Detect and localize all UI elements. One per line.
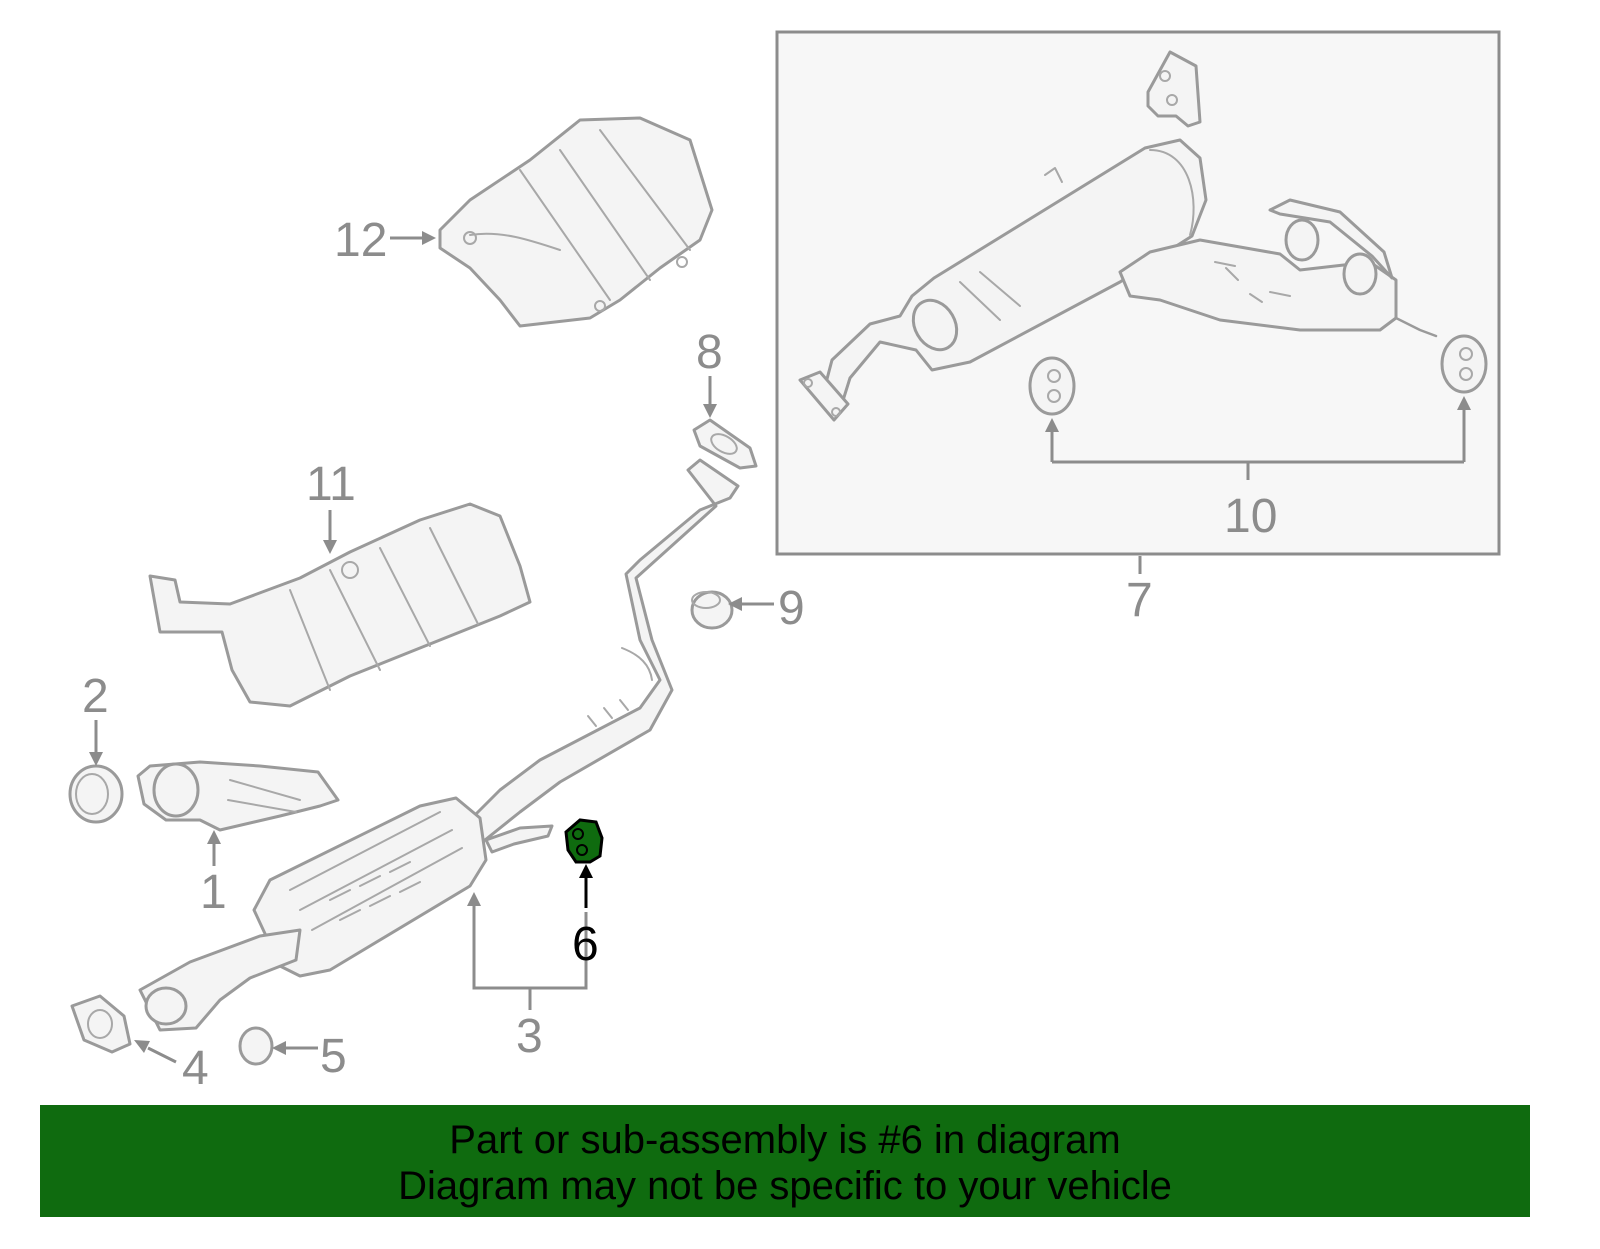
callout-3: 3 xyxy=(516,1010,543,1063)
gasket-ring-2 xyxy=(68,764,124,824)
callout-7: 7 xyxy=(1126,574,1153,627)
banner-line-2: Diagram may not be specific to your vehi… xyxy=(398,1164,1172,1208)
hanger-bracket xyxy=(1146,50,1202,128)
catalytic-converter xyxy=(136,760,340,832)
hanger-rubber-highlighted xyxy=(564,818,604,864)
callout-4-leader xyxy=(147,1046,177,1064)
heat-shield-lower xyxy=(148,502,532,708)
hanger-rubber-right xyxy=(1440,334,1488,394)
callout-5: 5 xyxy=(320,1030,347,1083)
seal-ring-9 xyxy=(690,590,734,630)
center-pipe xyxy=(468,458,740,846)
callout-10-leader xyxy=(1050,402,1466,480)
exhaust-system-diagram: 10 7 12 11 8 9 xyxy=(68,30,1501,1095)
banner-line-1: Part or sub-assembly is #6 in diagram xyxy=(449,1118,1121,1162)
heat-shield-upper xyxy=(438,116,714,328)
rear-muffler-assembly xyxy=(798,138,1438,422)
gasket-flange-8 xyxy=(692,418,758,470)
callout-6: 6 xyxy=(572,918,599,971)
hanger-rubber-left xyxy=(1028,356,1076,416)
seal-ring-5 xyxy=(238,1026,274,1066)
center-muffler xyxy=(138,796,554,1032)
callout-9: 9 xyxy=(778,582,805,635)
info-banner: Part or sub-assembly is #6 in diagram Di… xyxy=(40,1105,1530,1217)
callout-10: 10 xyxy=(1224,490,1277,543)
callout-12: 12 xyxy=(334,214,387,267)
callout-8: 8 xyxy=(696,326,723,379)
callout-11: 11 xyxy=(306,458,356,511)
callout-3-leader xyxy=(472,906,588,1010)
callout-4: 4 xyxy=(182,1042,209,1095)
callout-1: 1 xyxy=(200,866,227,919)
gasket-flange-4 xyxy=(70,994,132,1054)
callout-2: 2 xyxy=(82,670,109,723)
